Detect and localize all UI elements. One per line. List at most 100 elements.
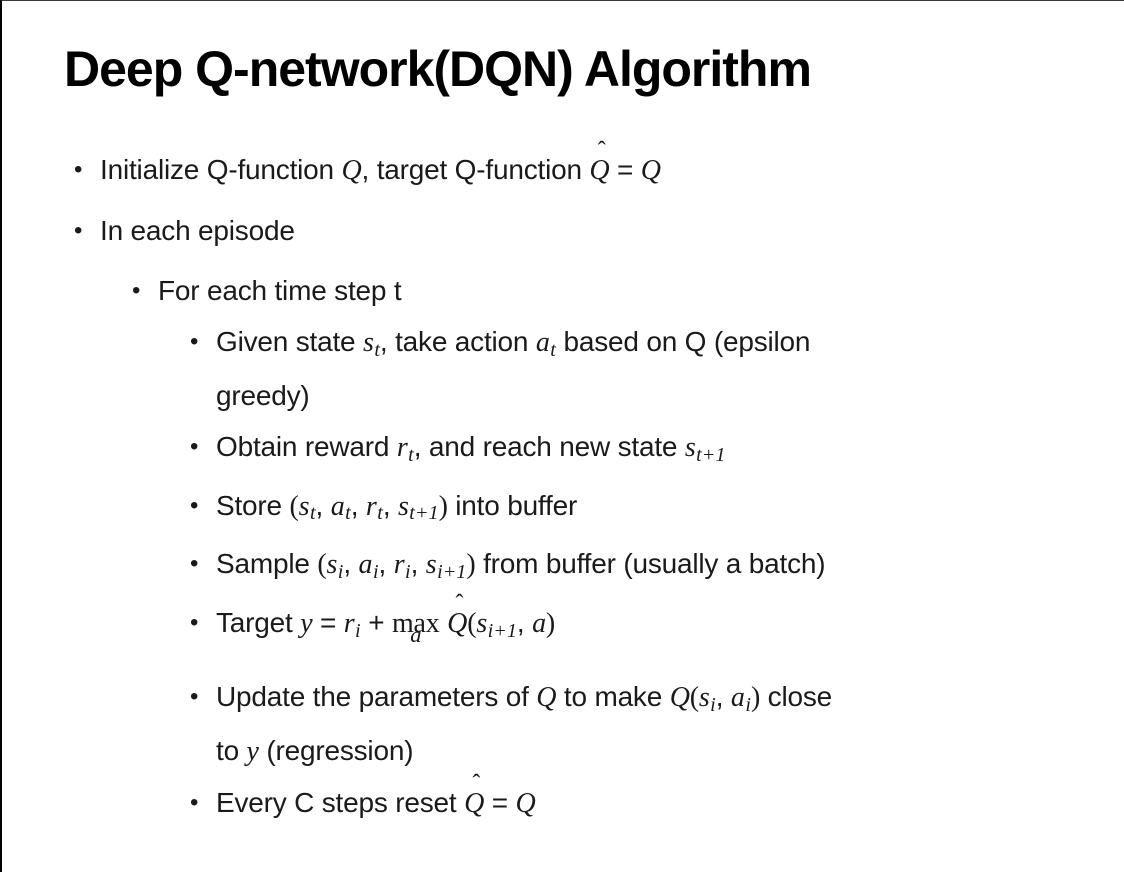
- math-variable-subscripted: si+1: [476, 608, 517, 642]
- text-run: ,: [516, 607, 533, 639]
- bullet-content: Update the parameters of Q to make Q(si,…: [216, 674, 1124, 775]
- math-base: r: [343, 608, 355, 640]
- math-base: s: [326, 549, 338, 581]
- math-variable-subscripted: st+1: [684, 431, 726, 466]
- bullet-marker-icon: •: [190, 550, 199, 578]
- math-delimiter: (: [317, 549, 327, 581]
- bullet-marker-icon: •: [132, 277, 141, 304]
- math-subscript: t: [408, 443, 414, 466]
- math-base: Q: [464, 787, 485, 819]
- text-run: , and reach new state: [413, 430, 685, 462]
- math-base: s: [397, 490, 409, 522]
- math-subscript: t: [309, 502, 316, 525]
- text-run: Every C steps reset: [216, 786, 465, 818]
- text-run: ,: [410, 548, 426, 580]
- text-run: Sample: [216, 548, 318, 580]
- bullet-marker-icon: •: [190, 683, 199, 711]
- text-run: into buffer: [447, 489, 578, 521]
- text-run: , target Q-function: [361, 154, 590, 185]
- math-base: Q: [447, 608, 468, 640]
- bullet-content: In each episode: [100, 208, 1124, 254]
- bullet-line: In each episode: [100, 208, 1124, 254]
- bullet-line: Given state st, take action at based on …: [216, 319, 1124, 373]
- math-delimiter: (: [467, 608, 477, 640]
- text-run: ,: [350, 489, 366, 521]
- hat-accent-icon: ˆ: [472, 770, 481, 797]
- math-delimiter: ): [438, 490, 448, 522]
- math-subscript: i: [372, 561, 379, 584]
- max-word: max: [391, 608, 440, 640]
- math-variable: Q: [640, 155, 661, 186]
- math-base: s: [698, 682, 710, 714]
- text-run: For each time step t: [158, 275, 402, 306]
- math-subscript: i: [710, 693, 716, 716]
- text-run: (regression): [258, 734, 414, 766]
- math-base: a: [330, 490, 345, 522]
- bullet-content: Given state st, take action at based on …: [216, 319, 1124, 419]
- math-base: Q: [589, 155, 610, 186]
- bullet-line: Initialize Q-function Q, target Q-functi…: [100, 139, 1124, 194]
- text-run: Given state: [216, 326, 364, 357]
- text-run: Store: [216, 489, 290, 521]
- math-delimiter: (: [289, 490, 299, 522]
- math-variable-subscripted: st: [363, 327, 380, 361]
- math-variable: Q: [536, 682, 557, 714]
- bullet-item: •In each episode: [74, 208, 1124, 254]
- bullet-line: Update the parameters of Q to make Q(si,…: [216, 674, 1124, 728]
- math-base: s: [298, 490, 310, 522]
- math-delimiter: (: [689, 682, 699, 714]
- bullet-content: Obtain reward rt, and reach new state st…: [216, 424, 1124, 478]
- bullet-item: •Initialize Q-function Q, target Q-funct…: [74, 139, 1124, 194]
- math-variable-subscripted: ai: [731, 682, 751, 716]
- text-run: , take action: [379, 326, 536, 357]
- math-variable: y: [300, 608, 313, 640]
- math-variable-subscripted: at: [535, 327, 556, 361]
- math-variable-subscripted: st: [298, 490, 316, 525]
- bullet-marker-icon: •: [190, 491, 199, 519]
- text-run: Update the parameters of: [216, 681, 537, 713]
- math-variable-subscripted: st+1: [397, 490, 439, 525]
- math-delimiter: ): [545, 608, 556, 640]
- math-delimiter: ): [750, 682, 761, 714]
- text-run: Target: [216, 607, 301, 639]
- math-variable-subscripted: ri: [343, 608, 361, 643]
- math-base: s: [476, 608, 488, 640]
- bullet-line: Obtain reward rt, and reach new state st…: [216, 424, 1124, 478]
- text-run: ,: [343, 548, 359, 580]
- bullet-item: • For each time step t: [132, 268, 1124, 314]
- bullet-item: •Given state st, take action at based on…: [190, 319, 1124, 419]
- text-run: to make: [556, 681, 670, 713]
- math-variable-subscripted: rt: [366, 491, 383, 525]
- math-subscript: t: [345, 502, 351, 525]
- math-base: r: [393, 549, 405, 581]
- bullet-marker-icon: •: [190, 609, 199, 637]
- bullet-marker-icon: •: [190, 328, 199, 355]
- math-variable-subscripted: ri: [393, 549, 411, 583]
- math-variable-subscripted: at: [330, 490, 351, 525]
- bullet-line: to y (regression): [216, 728, 1124, 775]
- bullet-line: For each time step t: [158, 268, 1124, 314]
- math-base: s: [363, 327, 374, 358]
- text-run: =: [312, 607, 344, 639]
- bullet-line: Sample (si, ai, ri, si+1) from buffer (u…: [216, 541, 1124, 595]
- bullet-marker-icon: •: [190, 432, 199, 460]
- text-run: ,: [382, 489, 398, 521]
- math-subscript: i: [355, 620, 361, 643]
- math-base: s: [684, 431, 696, 463]
- text-run: ,: [715, 681, 731, 713]
- math-base: a: [535, 327, 550, 358]
- math-subscript: t: [377, 502, 383, 525]
- bullet-content: For each time step t: [158, 268, 1124, 314]
- bullet-list: •Initialize Q-function Q, target Q-funct…: [2, 139, 1124, 827]
- bullet-marker-icon: •: [190, 788, 199, 816]
- bullet-content: Sample (si, ai, ri, si+1) from buffer (u…: [216, 541, 1124, 595]
- text-run: Initialize Q-function: [100, 154, 342, 185]
